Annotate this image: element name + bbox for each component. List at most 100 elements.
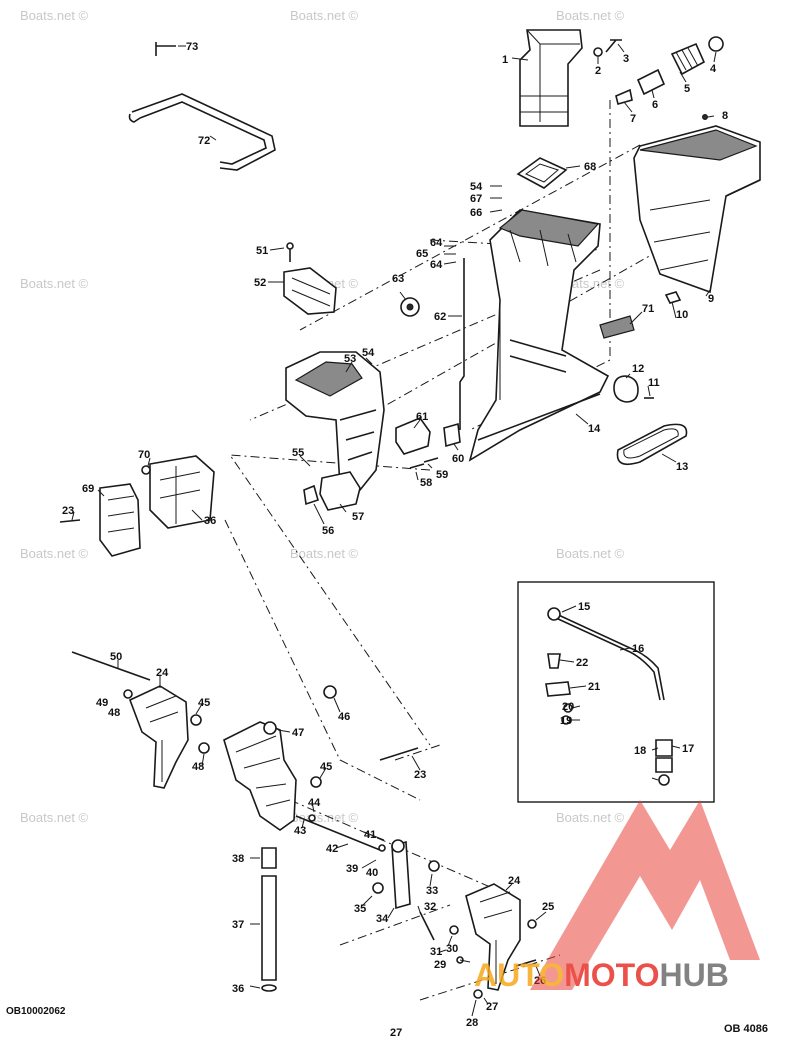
callout-55: 55 [292, 447, 304, 459]
callouts: 1 2 3 4 5 6 7 8 9 10 11 12 13 14 15 16 1… [62, 41, 728, 1038]
callout-3: 3 [623, 53, 629, 65]
callout-43: 43 [294, 825, 306, 837]
watermark: Boats.net © [290, 546, 359, 561]
callout-38: 38 [232, 853, 244, 865]
watermark: Boats.net © [556, 546, 625, 561]
fittings-top-right [593, 36, 724, 120]
screw-23 [379, 747, 419, 761]
exhaust-tube [519, 29, 583, 127]
callout-21: 21 [588, 681, 600, 693]
callout-10: 10 [676, 309, 688, 321]
grommet-63 [400, 297, 420, 317]
callout-6: 6 [652, 99, 658, 111]
callout-25: 25 [542, 901, 554, 913]
clamp-bracket-right [465, 883, 521, 991]
callout-48b: 48 [192, 761, 204, 773]
callout-70: 70 [138, 449, 150, 461]
logo-mark-icon [530, 800, 760, 990]
callout-27: 27 [486, 1001, 498, 1013]
shift-rod [459, 258, 465, 430]
tilt-tube [295, 814, 381, 851]
callout-59: 59 [436, 469, 448, 481]
watermark: Boats.net © [290, 8, 359, 23]
callout-34: 34 [376, 913, 389, 925]
callout-13: 13 [676, 461, 688, 473]
callout-11: 11 [648, 377, 660, 389]
callout-31: 31 [430, 946, 442, 958]
callout-12: 12 [632, 363, 644, 375]
callout-8: 8 [722, 110, 728, 122]
callout-1: 1 [502, 54, 508, 66]
callout-40: 40 [366, 867, 378, 879]
callout-39: 39 [346, 863, 358, 875]
callout-24: 24 [156, 667, 169, 679]
callout-4: 4 [710, 63, 717, 75]
hardware-25-28 [473, 919, 537, 999]
callout-5: 5 [684, 83, 690, 95]
callout-53: 53 [344, 353, 356, 365]
callout-42: 42 [326, 843, 338, 855]
drive-shaft-housing [468, 209, 610, 462]
callout-36: 36 [232, 983, 244, 995]
callout-66: 66 [470, 207, 482, 219]
callout-64b: 64 [430, 259, 443, 271]
callout-7: 7 [630, 113, 636, 125]
callout-67: 67 [470, 193, 482, 205]
logo-part-moto: MOTO [564, 957, 659, 993]
trim-cylinder [372, 839, 411, 910]
callout-48: 48 [108, 707, 120, 719]
grommet [613, 375, 654, 403]
callout-49: 49 [96, 697, 108, 709]
small-parts-10-71 [599, 291, 682, 339]
logo-part-auto: AUTO [474, 957, 564, 993]
rear-cover [633, 125, 761, 294]
callout-18: 18 [634, 745, 646, 757]
callout-22: 22 [576, 657, 588, 669]
callout-71: 71 [642, 303, 654, 315]
ring-seal [616, 423, 688, 466]
callout-41: 41 [364, 829, 376, 841]
watermark: Boats.net © [556, 810, 625, 825]
watermark: Boats.net © [20, 546, 89, 561]
callout-61: 61 [416, 411, 428, 423]
callout-2: 2 [595, 65, 601, 77]
logo-part-hub: HUB [659, 957, 728, 993]
watermark: Boats.net © [556, 8, 625, 23]
callout-56: 56 [322, 525, 334, 537]
callout-68: 68 [584, 161, 596, 173]
callout-72: 72 [198, 135, 210, 147]
callout-52: 52 [254, 277, 266, 289]
callout-47: 47 [292, 727, 304, 739]
gasket-68 [516, 157, 568, 189]
clamp-bracket-left [128, 685, 189, 789]
callout-54b: 54 [470, 181, 483, 193]
callout-64: 64 [430, 237, 443, 249]
callout-33: 33 [426, 885, 438, 897]
callout-23b: 23 [62, 505, 74, 517]
tube-stack [261, 847, 277, 992]
callout-63: 63 [392, 273, 404, 285]
watermark: Boats.net © [20, 8, 89, 23]
washers [190, 685, 337, 788]
callout-69: 69 [82, 483, 94, 495]
lower-mount [303, 471, 361, 511]
page-number: 27 [390, 1027, 402, 1038]
callout-29: 29 [434, 959, 446, 971]
callout-15: 15 [578, 601, 590, 613]
callout-9: 9 [708, 293, 714, 305]
exhaust-housing [285, 351, 385, 491]
callout-35: 35 [354, 903, 366, 915]
drawing-code: OB10002062 [6, 1006, 66, 1017]
diagram-number: OB 4086 [724, 1023, 768, 1035]
plate-61 [395, 417, 461, 469]
callout-37: 37 [232, 919, 244, 931]
callout-19: 19 [560, 715, 572, 727]
automotohub-logo: AUTOMOTOHUB [474, 800, 760, 993]
callout-20: 20 [562, 701, 574, 713]
callout-54: 54 [362, 347, 375, 359]
callout-24b: 24 [508, 875, 521, 887]
right-hardware [419, 860, 464, 964]
bracket-52 [283, 242, 337, 315]
callout-46: 46 [338, 711, 350, 723]
callout-62: 62 [434, 311, 446, 323]
